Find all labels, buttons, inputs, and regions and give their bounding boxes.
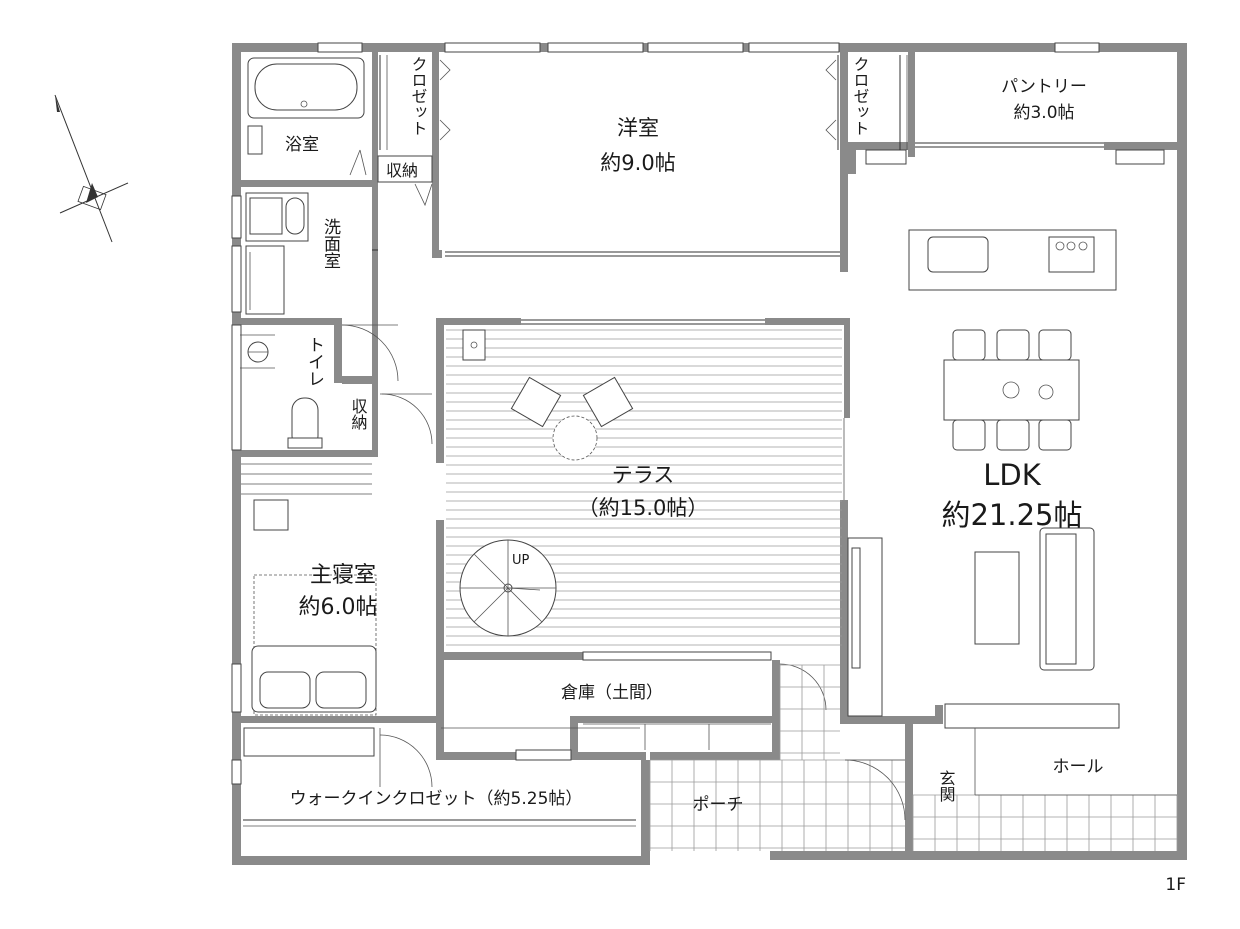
- label-warehouse: 倉庫（土間）: [561, 683, 663, 703]
- label-washroom: 洗面室: [320, 218, 341, 269]
- label-closet-left: クロゼット: [409, 56, 428, 136]
- label-terrace-size: （約15.0帖）: [578, 496, 709, 520]
- label-storage-small: 収納: [386, 161, 418, 180]
- label-master-bedroom-size: 約6.0帖: [299, 595, 378, 620]
- label-porch: ポーチ: [693, 795, 744, 815]
- compass-icon: [54, 94, 129, 243]
- terrace-chairs: [462, 329, 634, 461]
- label-stair-up: UP: [512, 553, 530, 568]
- label-master-bedroom: 主寝室: [310, 563, 376, 588]
- entrance-fixtures: [844, 703, 1177, 821]
- label-pantry: パントリー: [1001, 77, 1087, 97]
- label-western-room: 洋室: [617, 116, 659, 140]
- label-storage-toilet: 収納: [349, 398, 368, 431]
- porch-tiles: [649, 664, 1178, 851]
- label-toilet: トイレ: [304, 336, 324, 387]
- label-terrace: テラス: [612, 463, 675, 487]
- walk-in-shelves: [243, 727, 640, 827]
- floor-label: 1F: [1165, 875, 1186, 895]
- kitchen-island: [908, 229, 1117, 291]
- label-ldk-size: 約21.25帖: [941, 498, 1082, 532]
- label-western-room-size: 約9.0帖: [600, 151, 675, 175]
- label-hall: ホール: [1053, 757, 1104, 777]
- windows: [231, 42, 1165, 785]
- label-pantry-size: 約3.0帖: [1013, 103, 1074, 123]
- living-furniture: [847, 527, 1095, 717]
- outer-walls: [232, 43, 1187, 865]
- dining-table: [943, 329, 1080, 451]
- bathtub: [247, 57, 367, 176]
- warehouse-fixtures: [583, 663, 827, 750]
- closet-doors: [377, 55, 908, 207]
- label-bath: 浴室: [285, 135, 319, 155]
- label-ldk: LDK: [983, 458, 1041, 492]
- room-labels: 浴室 クロゼット クロゼット 収納 洗面室 洋室 約9.0帖 パントリー 約3.…: [285, 56, 1186, 895]
- spiral-stair: [459, 539, 557, 637]
- bed: [241, 463, 377, 716]
- label-closet-right: クロゼット: [851, 56, 870, 136]
- toilet-fixture: [240, 324, 433, 449]
- wash-basin: [245, 192, 378, 315]
- label-entrance: 玄関: [937, 770, 956, 803]
- label-walk-in-closet: ウォークインクロゼット（約5.25帖）: [290, 789, 583, 809]
